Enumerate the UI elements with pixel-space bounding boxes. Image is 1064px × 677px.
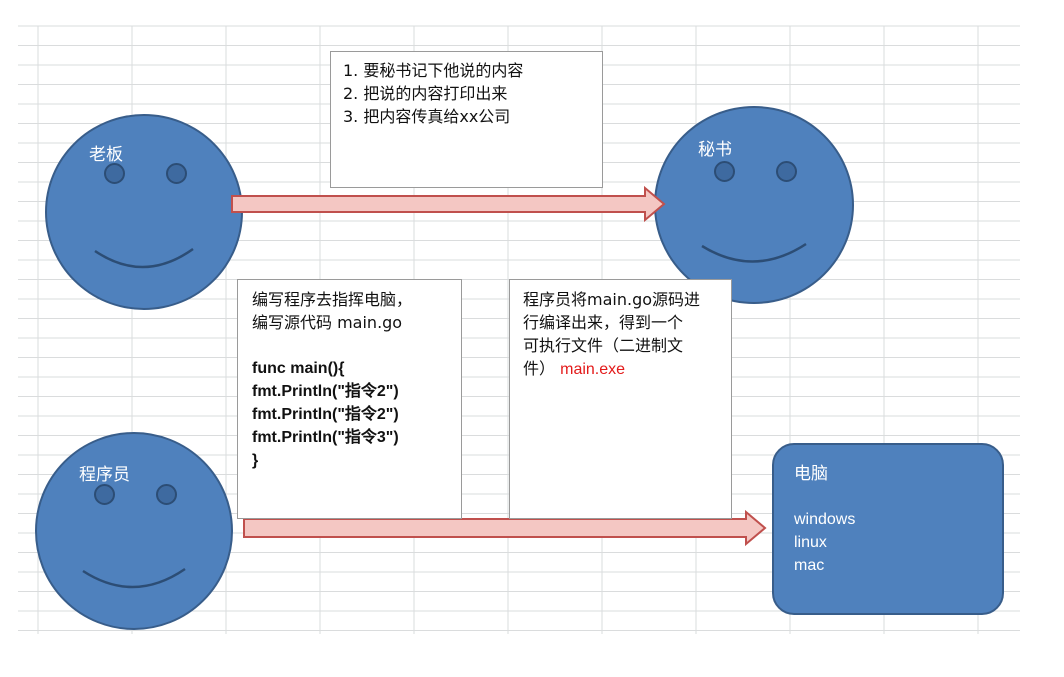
os-windows: windows xyxy=(794,511,856,528)
compile-line-1: 程序员将main.go源码进 xyxy=(523,290,701,309)
task-line-3: 3. 把内容传真给xx公司 xyxy=(343,107,511,126)
computer-box: 电脑 windows linux mac xyxy=(772,443,1004,615)
os-mac: mac xyxy=(794,557,825,574)
programmer-face: 程序员 xyxy=(35,432,233,630)
secretary-right-eye xyxy=(776,161,797,182)
compile-note: 程序员将main.go源码进 行编译出来，得到一个 可执行文件（二进制文 件） … xyxy=(509,279,732,519)
boss-left-eye xyxy=(104,163,125,184)
compile-line-4-prefix: 件） xyxy=(523,359,556,378)
secretary-tasks-note: 1. 要秘书记下他说的内容 2. 把说的内容打印出来 3. 把内容传真给xx公司 xyxy=(330,51,603,188)
os-linux: linux xyxy=(794,534,827,551)
boss-label: 老板 xyxy=(89,145,123,165)
boss-face: 老板 xyxy=(45,114,243,310)
compile-line-4: 件） main.exe xyxy=(523,357,731,381)
exe-filename: main.exe xyxy=(560,361,626,378)
programmer-label: 程序员 xyxy=(79,465,130,485)
programmer-smile xyxy=(82,567,186,589)
task-line-1: 1. 要秘书记下他说的内容 xyxy=(343,61,524,80)
compile-line-2: 行编译出来，得到一个 xyxy=(523,313,684,332)
arrow-boss-to-secretary xyxy=(231,185,666,223)
code-line-4: fmt.Println("指令3") xyxy=(252,429,399,446)
programmer-right-eye xyxy=(156,484,177,505)
boss-smile xyxy=(94,247,194,269)
computer-title: 电脑 xyxy=(794,464,828,484)
code-line-2: fmt.Println("指令2") xyxy=(252,383,399,400)
boss-right-eye xyxy=(166,163,187,184)
code-line-5: } xyxy=(252,452,259,469)
programmer-left-eye xyxy=(94,484,115,505)
code-line-1: func main(){ xyxy=(252,360,345,377)
code-line-3: fmt.Println("指令2") xyxy=(252,406,399,423)
intro-line-1: 编写程序去指挥电脑， xyxy=(252,290,413,309)
secretary-smile xyxy=(701,242,807,263)
secretary-left-eye xyxy=(714,161,735,182)
secretary-label: 秘书 xyxy=(698,140,732,160)
intro-line-2: 编写源代码 main.go xyxy=(252,313,403,332)
compile-line-3: 可执行文件（二进制文 xyxy=(523,336,684,355)
task-line-2: 2. 把说的内容打印出来 xyxy=(343,84,508,103)
arrow-programmer-to-computer xyxy=(243,509,767,547)
source-code-note: 编写程序去指挥电脑， 编写源代码 main.go func main(){ fm… xyxy=(237,279,462,519)
